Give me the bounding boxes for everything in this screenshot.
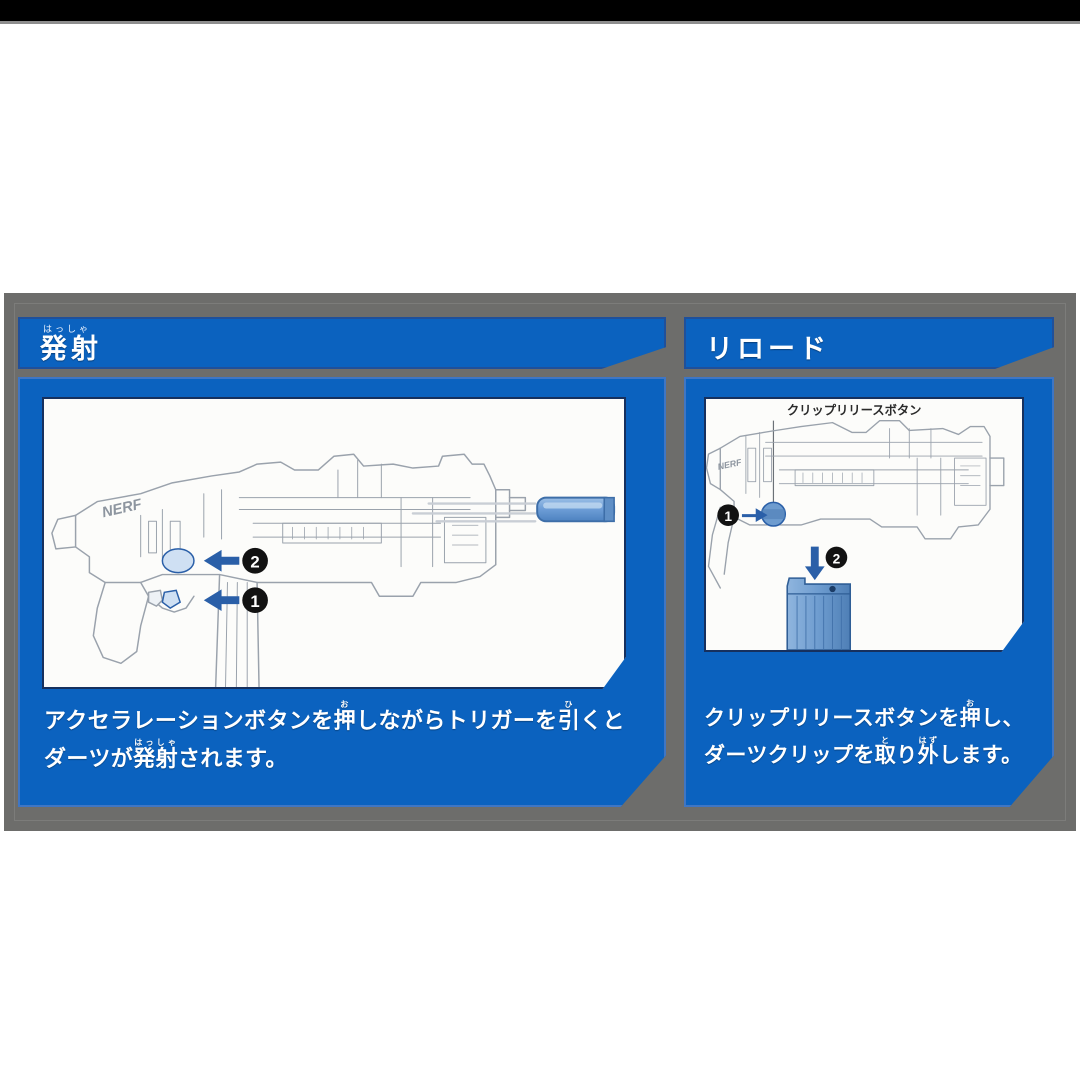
panel-fire-title-block: はっしゃ 発射 — [40, 325, 102, 363]
panel-fire-title-furigana: はっしゃ — [43, 324, 92, 334]
caption-line-2: ダーツが発射はっしゃされます。 — [44, 738, 288, 772]
svg-text:1: 1 — [250, 592, 259, 611]
panel-reload-title-block: リロード — [706, 325, 830, 363]
dart-clip — [786, 577, 852, 650]
clip-release-button-label: クリップリリースボタン — [787, 403, 922, 418]
fire-illustration-stage: NERF — [42, 397, 626, 689]
panel-reload-header: リロード — [684, 317, 1054, 369]
reload-illustration-stage: クリップリリースボタン — [704, 397, 1024, 652]
callout-arrow-1 — [741, 508, 768, 523]
panel-reload-body: クリップリリースボタン — [684, 377, 1054, 807]
panel-reload-caption: クリップリリースボタンを押おし、 ダーツクリップを取とり外はずします。 — [704, 699, 1040, 773]
bottom-white-area — [0, 831, 1080, 1080]
clip-release-button-highlight — [760, 501, 787, 527]
caption-line-1: アクセラレーションボタンを押おしながらトリガーを引ひくと — [44, 699, 625, 733]
panel-fire-body: NERF — [18, 377, 666, 807]
nerf-logo: NERF — [717, 457, 743, 472]
top-letterbox-edge — [0, 21, 1080, 24]
instruction-sheet: はっしゃ 発射 — [4, 293, 1076, 831]
svg-text:NERF: NERF — [717, 457, 743, 472]
dart — [536, 496, 616, 523]
callout-arrow-2 — [804, 546, 825, 581]
badge-2: 2 — [242, 547, 268, 574]
top-letterbox-bar — [0, 0, 1080, 21]
svg-text:1: 1 — [724, 509, 732, 524]
callout-arrow-1 — [203, 589, 240, 612]
panel-fire-header: はっしゃ 発射 — [18, 317, 666, 369]
caption-line-1: クリップリリースボタンを押おし、 — [704, 698, 1024, 730]
acceleration-button-highlight — [161, 548, 195, 574]
svg-text:2: 2 — [833, 551, 841, 566]
panel-reload-title: リロード — [706, 334, 830, 364]
badge-1: 1 — [717, 504, 739, 526]
panel-fire: はっしゃ 発射 — [18, 317, 666, 809]
dart-motion-lines — [411, 502, 537, 523]
callout-arrow-2 — [203, 549, 240, 572]
nerf-blaster-firing-illustration: NERF — [51, 453, 616, 687]
nerf-blaster-reload-illustration: クリップリリースボタン — [706, 403, 1005, 650]
panel-fire-caption: アクセラレーションボタンを押おしながらトリガーを引ひくと ダーツが発射はっしゃさ… — [44, 700, 644, 777]
badge-2: 2 — [825, 546, 848, 569]
panel-reload: リロード クリップリリースボタン — [684, 317, 1054, 809]
panel-fire-title: 発射 — [40, 334, 102, 364]
trigger-highlight — [161, 589, 182, 609]
svg-text:2: 2 — [250, 553, 259, 572]
badge-1: 1 — [242, 587, 268, 614]
caption-line-2: ダーツクリップを取とり外はずします。 — [704, 735, 1023, 767]
